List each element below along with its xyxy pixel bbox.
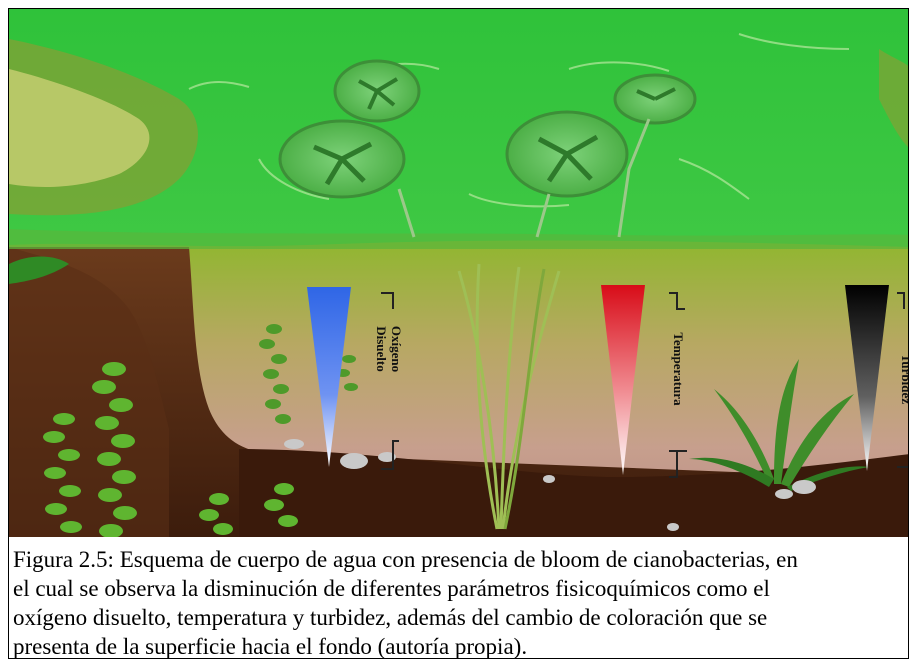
caption-line: presenta de la superficie hacia el fondo… xyxy=(13,632,906,659)
oxygen-label-line1: Oxígeno xyxy=(389,326,404,372)
caption-line: el cual se observa la disminución de dif… xyxy=(13,574,906,603)
oxygen-label-line2: Disuelto xyxy=(374,326,389,372)
temperature-label: Temperatura xyxy=(671,332,686,406)
pond-illustration: Oxígeno Disuelto Temperatura Turbidez xyxy=(9,9,909,537)
figure-caption: Figura 2.5: Esquema de cuerpo de agua co… xyxy=(9,539,909,659)
caption-line: oxígeno disuelto, temperatura y turbidez… xyxy=(13,603,906,632)
turbidity-label: Turbidez xyxy=(899,354,909,404)
figure: Oxígeno Disuelto Temperatura Turbidez Fi… xyxy=(8,8,909,659)
caption-line: Figura 2.5: Esquema de cuerpo de agua co… xyxy=(13,545,906,574)
